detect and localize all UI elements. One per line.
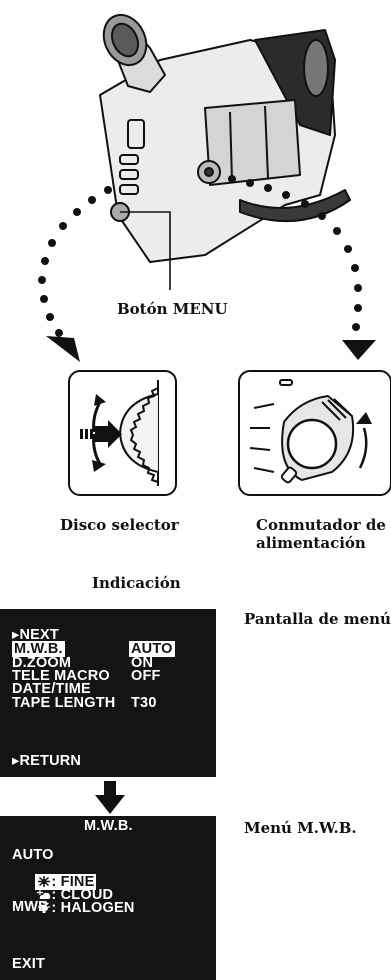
indication-heading: Indicación (92, 574, 181, 592)
dotted-arrows (38, 175, 376, 362)
power-switch-illustration (249, 379, 372, 484)
bulb-icon (38, 901, 51, 913)
mwb-option: : HALOGEN (12, 888, 135, 929)
mwb-menu-label: Menú M.W.B. (244, 819, 357, 837)
power-switch-label-line2: alimentación (256, 534, 366, 552)
mwb-option-text: : HALOGEN (51, 899, 135, 916)
menu-item-name: TAPE LENGTH (12, 695, 116, 711)
menu-item-value: AUTO (129, 641, 175, 657)
mwb-option-text: : CLOUD (51, 886, 114, 903)
mwb-option-selected: : FINE (35, 873, 97, 890)
menu-item-value: ON (131, 655, 154, 671)
menu-screen-label: Pantalla de menú (244, 610, 391, 628)
mwb-option-text: : FINE (51, 873, 95, 890)
mwb-exit: EXIT (12, 956, 46, 972)
mwb-option: : FINE (10, 862, 97, 903)
select-dial-illustration (80, 380, 159, 486)
select-dial-label: Disco selector (60, 516, 179, 534)
sun-icon (38, 875, 51, 887)
menu-item-value: OFF (131, 668, 161, 684)
menu-item-value-text: AUTO (129, 641, 175, 657)
mwb-option: MWB (12, 899, 49, 915)
menu-item-name: DATE/TIME (12, 681, 91, 697)
mwb-title: M.W.B. (84, 818, 133, 834)
menu-item-name: TELE MACRO (12, 668, 110, 684)
select-dial-box (68, 370, 177, 496)
power-switch-box (238, 370, 391, 496)
menu-item-name: M.W.B. (12, 641, 65, 657)
down-arrow-icon (95, 781, 125, 814)
mwb-option: : CLOUD (12, 875, 113, 916)
menu-item-value: T30 (131, 695, 157, 711)
power-switch-label-line1: Conmutador de (256, 516, 386, 534)
menu-return: ▸RETURN (12, 753, 82, 769)
cloud-icon (37, 889, 51, 899)
menu-item-name-text: M.W.B. (12, 641, 65, 657)
menu-next: ▸NEXT (12, 627, 59, 643)
mwb-option: AUTO (12, 847, 54, 863)
menu-screen: ▸NEXT M.W.B. AUTO D.ZOOM ON TELE MACRO O… (0, 609, 216, 777)
menu-button-label: Botón MENU (117, 300, 228, 318)
camcorder-illustration (99, 13, 351, 290)
mwb-screen: M.W.B. AUTO : FINE : CLOUD : HALOGEN MWB… (0, 816, 216, 980)
menu-item-name: D.ZOOM (12, 655, 72, 671)
